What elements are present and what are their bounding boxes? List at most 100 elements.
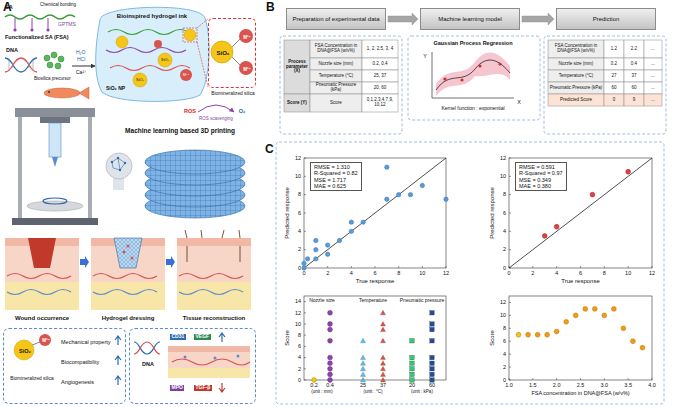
tick-label: 0.2	[310, 382, 318, 388]
data-table	[362, 40, 398, 58]
tick-label: 0	[507, 270, 510, 276]
head-icon	[124, 162, 126, 164]
data-point	[361, 372, 366, 377]
label: M²⁺	[243, 67, 251, 72]
label: MSE = 1.717	[314, 177, 358, 183]
table-cell: 0.4	[624, 58, 644, 70]
stage-arrow	[166, 256, 175, 268]
tick-mark	[509, 341, 511, 342]
axis-title: Predicted response	[284, 187, 291, 239]
tick-label: 6	[298, 343, 301, 349]
tick-label: (unit : kPa)	[411, 389, 433, 394]
reference-line	[304, 158, 446, 268]
tick-mark	[398, 266, 399, 268]
data-point	[430, 361, 434, 365]
metrics-box: RMSE = 1.310R-Squared = 0.82MSE = 1.717M…	[310, 162, 362, 191]
label: H₂O	[76, 50, 85, 56]
summary-illustration	[14, 333, 250, 392]
data-point	[381, 372, 386, 377]
table-cell: Score	[310, 94, 362, 112]
hydrogel-ink	[133, 73, 147, 87]
tick-label: 0	[298, 265, 301, 271]
panel-letter: B	[266, 1, 275, 15]
tick-mark	[304, 194, 306, 195]
table-cell: 60	[604, 82, 624, 94]
tick-label: 37	[380, 382, 386, 388]
wound-stage-2	[114, 238, 142, 268]
tick-mark	[351, 266, 352, 268]
data-table	[310, 94, 362, 112]
3d-printer	[43, 198, 67, 204]
plot-frame	[304, 296, 446, 380]
wound-stage-2	[91, 282, 165, 310]
label: Machine learning based 3D printing	[125, 127, 235, 134]
series-title: Temperature	[359, 298, 387, 304]
wound-stage-2	[91, 238, 165, 310]
tick-label: 4	[503, 228, 506, 234]
label: Ca²⁺	[76, 70, 87, 76]
data-point	[410, 361, 414, 365]
data-point	[302, 266, 306, 270]
wound-stage-3	[177, 238, 251, 246]
biosilica-cluster	[58, 56, 64, 62]
tick-mark	[509, 315, 511, 316]
tick-label: 8	[397, 270, 400, 276]
data-point	[410, 355, 414, 359]
data-point	[381, 378, 386, 383]
tick-mark	[375, 266, 376, 268]
3d-printer	[12, 108, 98, 225]
scaffold	[145, 150, 245, 174]
wound-stage-1	[7, 290, 71, 295]
prediction-table	[624, 70, 644, 82]
3d-printer	[49, 123, 61, 157]
hydrogel-ink	[106, 48, 186, 53]
flow-arrow	[522, 13, 554, 25]
data-point	[626, 169, 631, 174]
label: DNA	[142, 361, 154, 367]
axis-title: Y	[423, 53, 427, 59]
plot-frame	[509, 296, 652, 380]
data-point	[328, 322, 333, 327]
summary-illustration	[32, 342, 40, 345]
data-point	[314, 238, 318, 242]
tick-label: 8	[503, 325, 506, 331]
tick-mark	[509, 302, 511, 303]
label: VEGF	[194, 334, 211, 340]
hydrogel-ink	[180, 69, 192, 81]
data-point	[381, 310, 386, 315]
hydrogel-ink	[96, 7, 209, 101]
data-point	[430, 378, 434, 382]
tick-label: 12	[295, 310, 301, 316]
table-cell: ...	[644, 40, 662, 58]
summary-illustration	[237, 355, 240, 358]
head-icon	[111, 161, 113, 163]
tick-label: 6	[579, 270, 582, 276]
label: TGF-β	[194, 385, 212, 391]
label: O₂	[239, 108, 246, 114]
label: Kernel function : exponential	[441, 106, 504, 112]
tick-mark	[509, 176, 511, 177]
3d-printer	[18, 117, 22, 220]
summary-illustration	[14, 340, 34, 360]
silica-zoom	[239, 29, 253, 43]
panel-frame	[408, 36, 540, 120]
tick-label: 8	[603, 270, 606, 276]
label: MPO	[170, 385, 184, 391]
tick-label: 2	[531, 270, 534, 276]
wound-stage-3	[185, 230, 240, 262]
tick-label: 10	[500, 173, 506, 179]
sa-chain	[15, 18, 48, 29]
axis-title: True response	[356, 278, 394, 285]
label: Hydrogel dressing	[102, 315, 155, 322]
label: SiO₂	[216, 50, 229, 57]
table-cell: ...	[644, 82, 662, 94]
table-cell: 9	[624, 94, 644, 106]
label: Wound occurrence	[15, 315, 69, 322]
tick-mark	[509, 194, 511, 195]
data-point	[410, 378, 414, 382]
biosilica-cluster	[44, 55, 50, 61]
data-point	[385, 165, 389, 169]
data-point	[328, 355, 333, 360]
tick-label: 12	[649, 270, 655, 276]
